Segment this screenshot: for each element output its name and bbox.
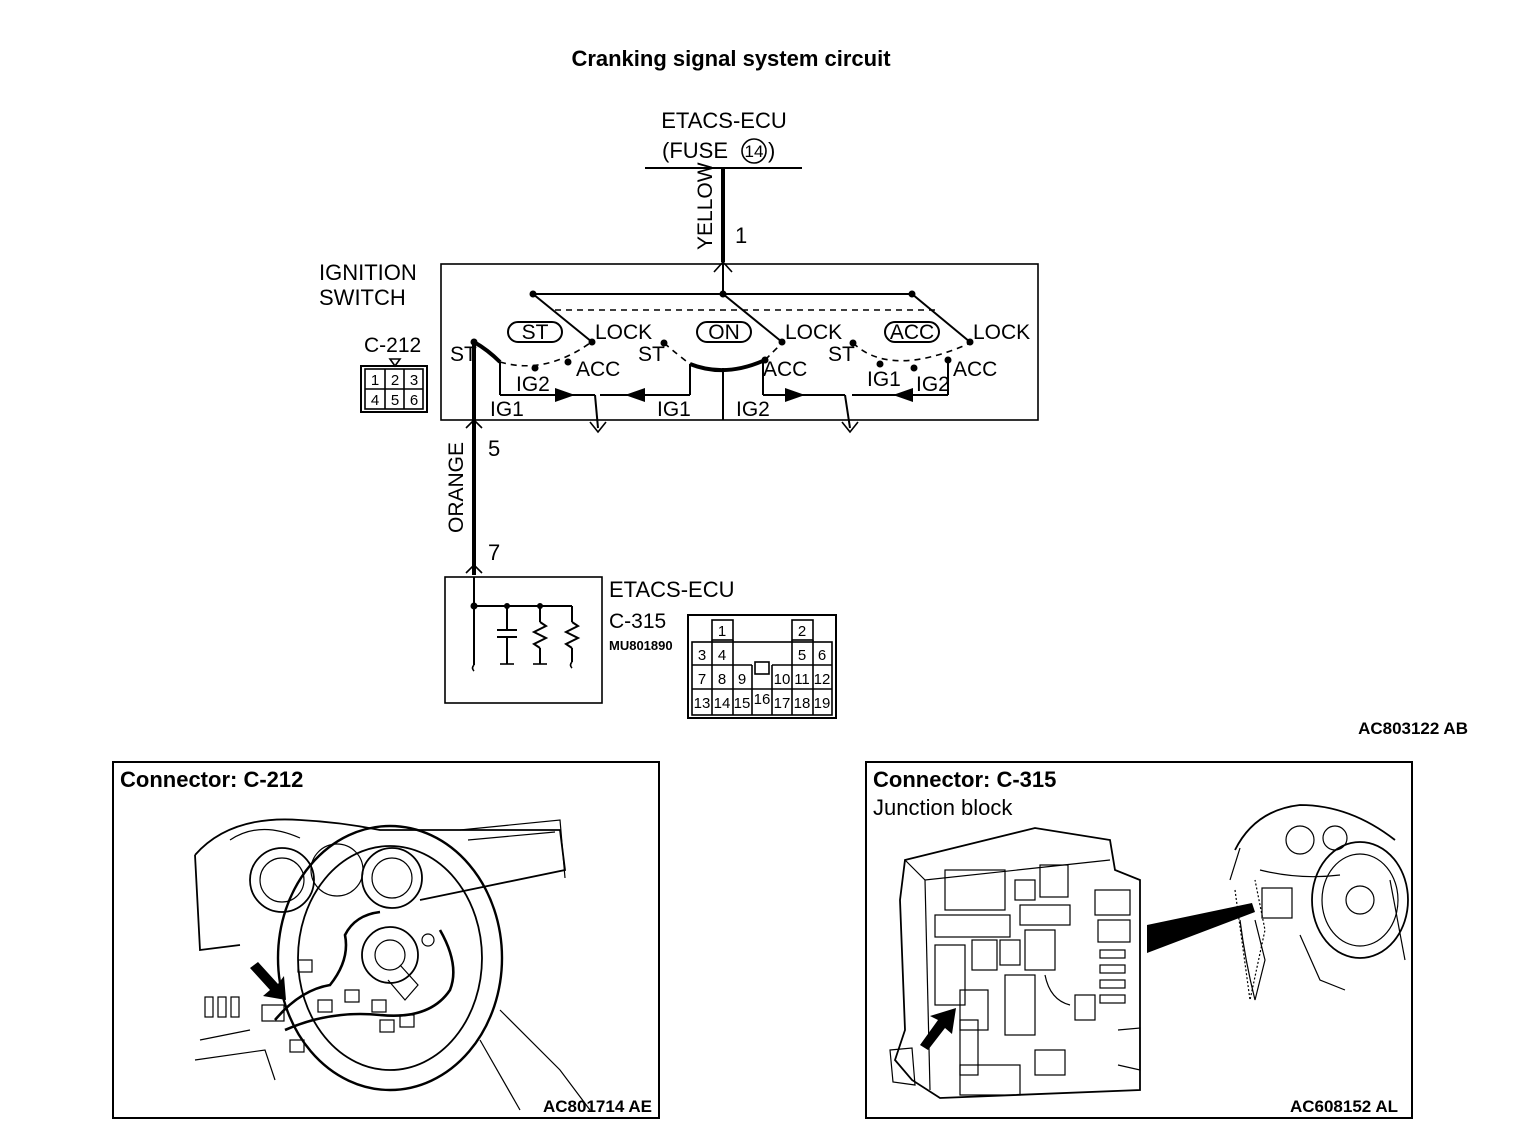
position-st-label: ST	[522, 321, 549, 344]
switch-output-arrow-1	[589, 421, 607, 434]
panel-c212-code: AC801714 AE	[543, 1097, 652, 1116]
svg-text:ST: ST	[638, 343, 665, 366]
svg-text:16: 16	[754, 691, 771, 708]
svg-text:11: 11	[794, 671, 810, 688]
ecu-internal-circuit	[470, 577, 581, 672]
svg-text:ACC: ACC	[576, 358, 620, 381]
svg-text:ACC: ACC	[953, 358, 997, 381]
svg-text:9: 9	[738, 671, 746, 688]
position-acc-label: ACC	[890, 321, 934, 344]
fuse-number: 14	[745, 142, 764, 161]
ignition-switch-box	[440, 263, 1039, 421]
switch-section-acc: ACC LOCK ST ACC IG1 IG2	[828, 293, 1030, 402]
fuse-number-circle	[741, 138, 767, 164]
svg-text:IG1: IG1	[867, 368, 901, 391]
svg-text:IG2: IG2	[916, 373, 950, 396]
svg-text:IG1: IG1	[490, 398, 524, 421]
svg-text:15: 15	[734, 695, 751, 712]
svg-text:14: 14	[714, 695, 731, 712]
svg-text:5: 5	[798, 647, 806, 664]
pin-7-label: 7	[488, 540, 500, 565]
svg-text:12: 12	[814, 671, 831, 688]
svg-text:IG2: IG2	[516, 373, 550, 396]
svg-text:LOCK: LOCK	[973, 321, 1030, 344]
svg-text:6: 6	[818, 647, 826, 664]
top-fuse-prefix: (FUSE	[662, 138, 728, 163]
svg-text:1: 1	[718, 623, 726, 640]
svg-text:19: 19	[814, 695, 831, 712]
svg-text:3: 3	[410, 372, 418, 389]
svg-text:2: 2	[391, 372, 399, 389]
svg-text:7: 7	[698, 671, 706, 688]
svg-text:ACC: ACC	[763, 358, 807, 381]
ignition-switch-label-2: SWITCH	[319, 285, 406, 310]
svg-text:1: 1	[371, 372, 379, 389]
position-on-label: ON	[708, 321, 740, 344]
svg-text:2: 2	[798, 623, 806, 640]
top-fuse-suffix: )	[768, 138, 775, 163]
c212-key-mark	[388, 358, 402, 368]
svg-text:18: 18	[794, 695, 811, 712]
yellow-wire-label: YELLOW	[694, 162, 717, 250]
svg-text:17: 17	[774, 695, 791, 712]
ignition-switch-label-1: IGNITION	[319, 260, 417, 285]
steering-wheel-illustration	[194, 818, 591, 1111]
svg-text:5: 5	[391, 392, 399, 409]
svg-text:LOCK: LOCK	[595, 321, 652, 344]
svg-text:8: 8	[718, 671, 726, 688]
panel-c315	[865, 761, 1413, 1119]
svg-text:3: 3	[698, 647, 706, 664]
bottom-ecu-label: ETACS-ECU	[609, 577, 735, 602]
panel-c315-code: AC608152 AL	[1290, 1097, 1398, 1116]
svg-text:IG1: IG1	[657, 398, 691, 421]
svg-text:ST: ST	[450, 343, 477, 366]
panel-c315-subtitle: Junction block	[873, 795, 1013, 820]
panel-c212	[112, 761, 660, 1119]
switch-output-arrow-2	[841, 421, 859, 434]
svg-text:IG2: IG2	[736, 398, 770, 421]
svg-text:4: 4	[371, 392, 379, 409]
svg-text:4: 4	[718, 647, 726, 664]
panel-c315-title: Connector: C-315	[873, 767, 1056, 792]
junction-block-illustration	[889, 827, 1255, 1099]
svg-text:ST: ST	[828, 343, 855, 366]
c315-label: C-315	[609, 610, 666, 633]
svg-text:10: 10	[774, 671, 791, 688]
c315-pin-grid: 1 2 3 4 5 6 7 8 9 10 11 12 13 14 15 16 1…	[687, 614, 837, 719]
pin-1-label: 1	[735, 223, 747, 248]
c212-pin-grid: 1 2 3 4 5 6	[360, 365, 428, 413]
c212-label: C-212	[364, 334, 421, 357]
svg-text:6: 6	[410, 392, 418, 409]
diagram-code: AC803122 AB	[1358, 719, 1468, 738]
svg-text:LOCK: LOCK	[785, 321, 842, 344]
switch-section-st: ST LOCK ST ACC IG2 IG1	[450, 293, 652, 429]
bottom-ecu-box	[444, 576, 603, 704]
diagram-title: Cranking signal system circuit	[571, 46, 891, 71]
panel-c212-title: Connector: C-212	[120, 767, 303, 792]
orange-wire-label: ORANGE	[445, 442, 468, 533]
pin-5-label: 5	[488, 436, 500, 461]
connector-arrow-pin-7	[465, 563, 483, 574]
top-ecu-label: ETACS-ECU	[661, 108, 787, 133]
svg-text:13: 13	[694, 695, 711, 712]
c315-part-number: MU801890	[609, 638, 673, 653]
switch-section-on: ON LOCK ST ACC IG1 IG2	[600, 293, 851, 429]
vehicle-dash-illustration	[1229, 804, 1409, 1001]
